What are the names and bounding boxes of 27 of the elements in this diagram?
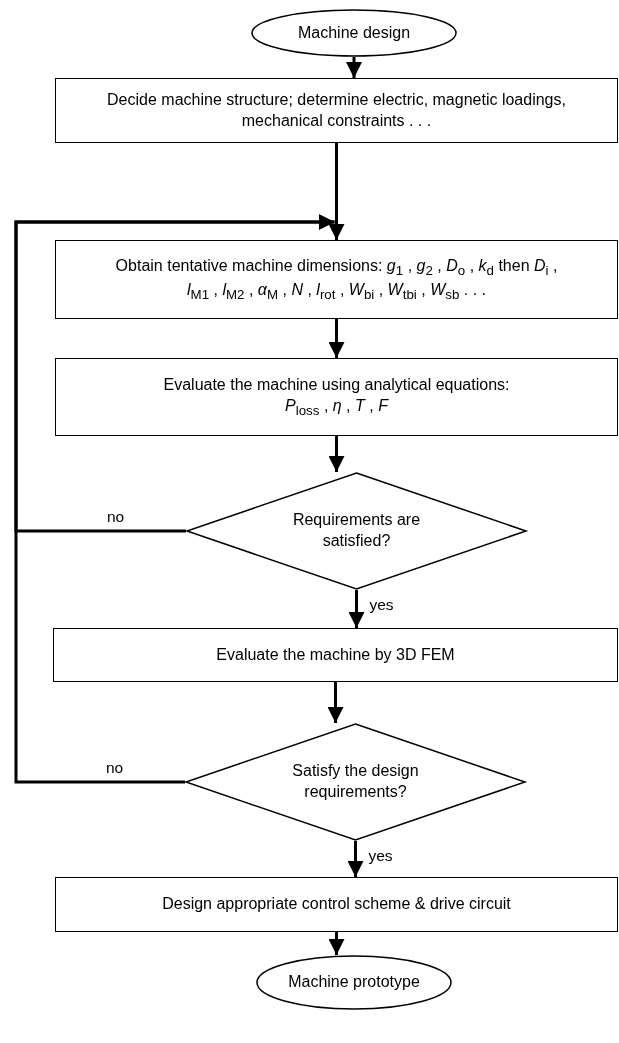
process-box <box>55 358 618 436</box>
decision-text: Requirements are satisfied? <box>291 510 422 551</box>
terminal-ellipse <box>256 955 452 1010</box>
step-text: Obtain tentative machine dimensions: g$_{1}$ , g$_{2}$ , D$_{o}$ , k$_{d}$ then D$_{i}$ , l$_{M1}$ , l$_{M2}$ , α$_{M}$ , N , l$_{rot}$ , W$_{bi}$ , W$_{tbi}$ , W$_{sb}$ . . . <box>114 256 559 303</box>
decision-text: Satisfy the design requirements? <box>291 761 420 802</box>
arrow <box>328 932 345 955</box>
arrow <box>346 57 362 78</box>
arrow <box>328 436 345 472</box>
arrow <box>347 841 364 877</box>
process-box <box>53 628 618 682</box>
step-text: Evaluate the machine by 3D FEM <box>216 644 455 665</box>
arrow <box>348 590 365 628</box>
step-text: Machine design <box>297 22 411 43</box>
process-box <box>55 877 618 932</box>
terminal-ellipse <box>251 9 457 57</box>
step-text: Decide machine structure; determine electric, magnetic loadings, mechanical constraints . . . <box>106 89 567 131</box>
arrow <box>14 214 335 784</box>
step-text: Design appropriate control scheme & drive circuit <box>162 894 511 915</box>
step-text: Machine prototype <box>288 972 420 993</box>
decision-diamond <box>185 723 526 841</box>
arrow <box>328 319 345 358</box>
arrow <box>327 682 344 723</box>
step-text: Evaluate the machine using analytical equations: P$_{loss}$ , η , T , F <box>162 374 511 420</box>
decision-diamond <box>186 472 527 590</box>
arrow <box>328 143 345 240</box>
process-box <box>55 78 618 143</box>
process-box <box>55 240 618 319</box>
